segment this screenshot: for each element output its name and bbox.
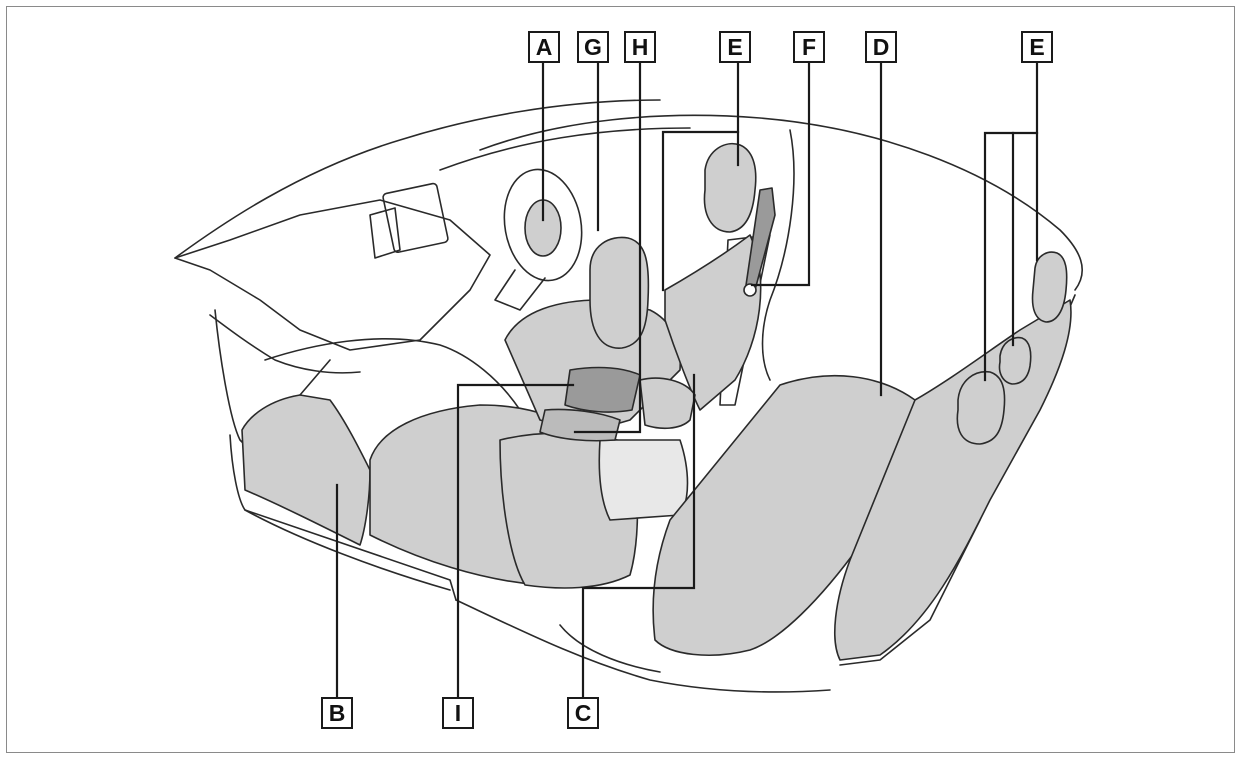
floor-inner [559,624,661,673]
right-door-line [761,129,795,381]
callout-e-rear: E [1021,31,1053,63]
display-screen [382,182,449,254]
leader-i [456,383,575,700]
driver-seat-back [664,234,762,411]
steering-column [494,269,546,311]
area-b-panel [241,394,371,546]
callout-h: H [624,31,656,63]
steering-wheel [503,168,583,282]
left-sill-inner [244,509,457,601]
rear-headrest-middle [998,336,1032,385]
callout-f: F [793,31,825,63]
rear-headrest-left [956,371,1006,445]
callout-a: A [528,31,560,63]
dashboard-lower [209,314,361,374]
rear-seat-back [834,299,1072,661]
left-door-panel [214,309,331,446]
callout-d: D [865,31,897,63]
body-outline [174,99,661,259]
floor-outline [455,599,831,693]
leader-c [581,373,696,700]
center-console-front [264,337,521,411]
callout-i: I [442,697,474,729]
seat-belt-anchor [743,283,757,297]
rear-headrest-right [1031,251,1068,323]
leader-e-front [661,58,740,292]
callout-e-front: E [719,31,751,63]
driver-headrest [703,143,757,233]
left-sill [229,434,451,591]
roof-curve [479,114,1084,291]
leader-e-rear [983,58,1039,382]
callout-g: G [577,31,609,63]
area-h-console-storage [564,366,641,413]
windshield-line [439,127,691,171]
area-d-rear-cushion [652,374,924,656]
center-console-base [598,439,689,521]
front-headrest [589,236,650,349]
center-armrest [639,377,696,430]
dashboard [174,199,491,351]
dash-vent [369,207,401,259]
leader-f [750,58,811,287]
callout-c: C [567,697,599,729]
seat-belt [744,187,776,293]
leader-h [573,58,642,434]
callout-b: B [321,697,353,729]
diagram-frame [6,6,1235,753]
